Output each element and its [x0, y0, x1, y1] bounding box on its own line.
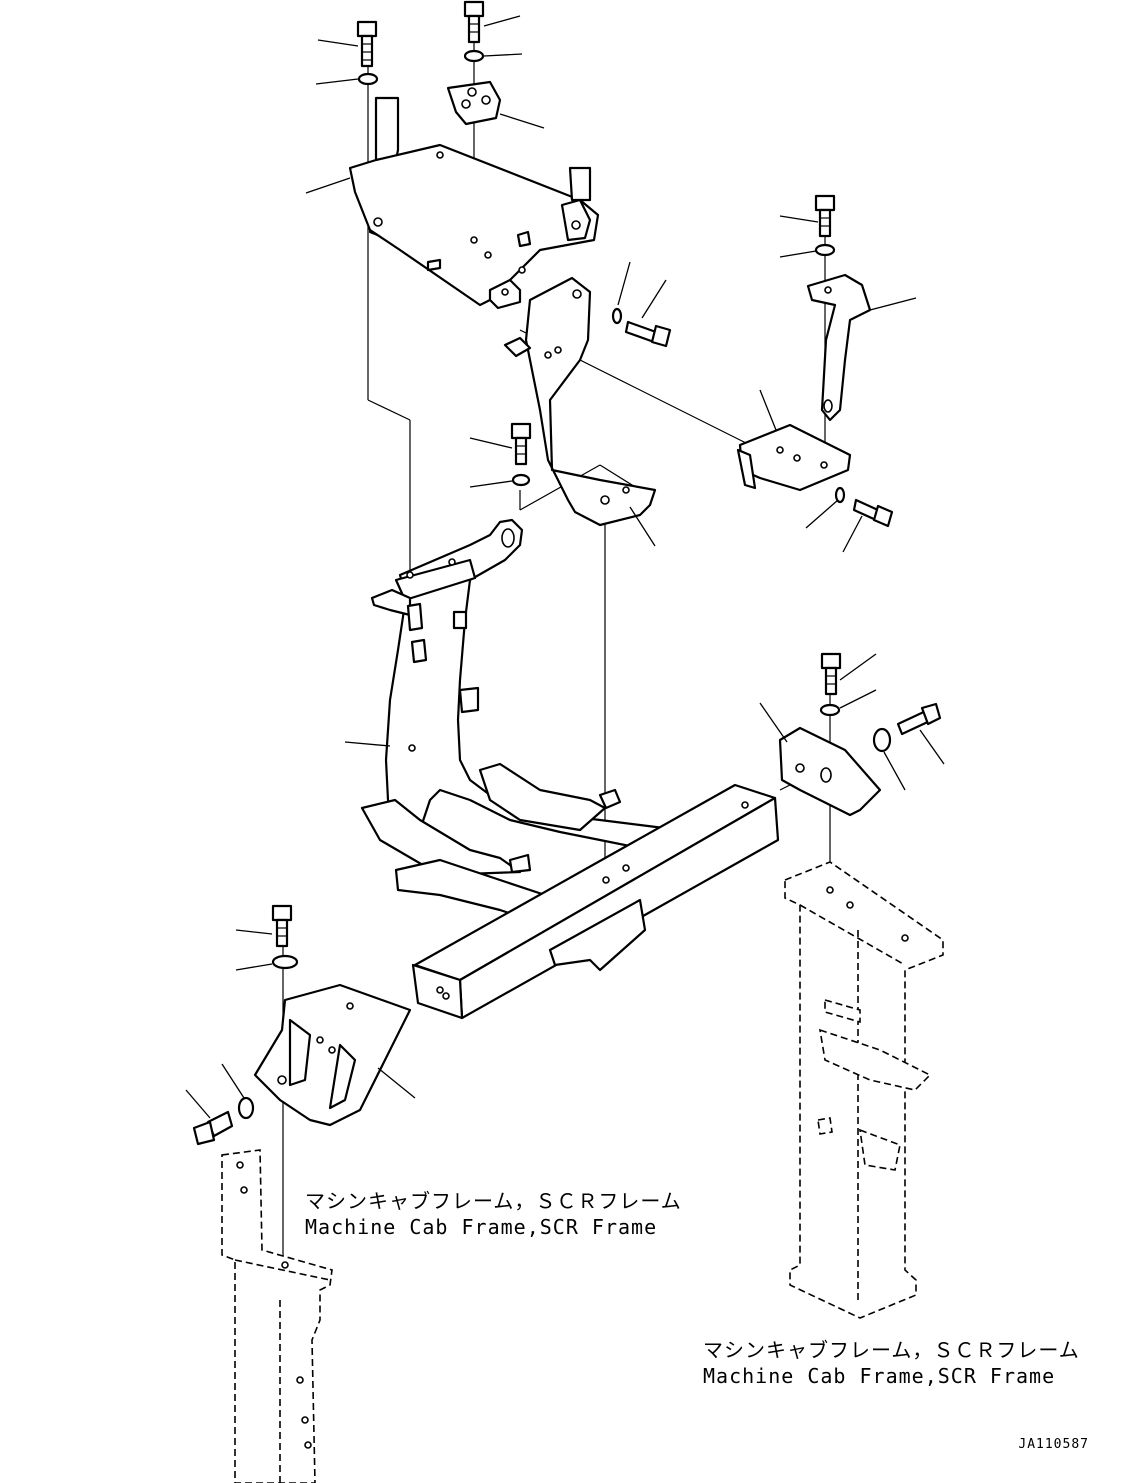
washer-left-lower [271, 954, 299, 970]
caption-left: マシンキャブフレーム，ＳＣＲフレーム Machine Cab Frame,SCR… [305, 1188, 682, 1240]
washer-mid-right [611, 307, 623, 325]
washer-left-side [237, 1096, 255, 1120]
bolt-mid-horizontal [624, 320, 672, 348]
upper-vertical-bracket [503, 276, 657, 527]
clamp-plate [446, 80, 502, 126]
left-cab-frame-ghost [221, 1149, 333, 1483]
bolt-top-left [356, 20, 378, 68]
caption-right-jp: マシンキャブフレーム，ＳＣＲフレーム [703, 1338, 1080, 1362]
bolt-right-lower [820, 652, 842, 696]
caption-left-en: Machine Cab Frame,SCR Frame [305, 1215, 658, 1239]
washer-right-lower [819, 703, 841, 717]
right-upper-bracket [806, 273, 872, 422]
bolt-middle [510, 422, 532, 466]
bolt-right-upper [814, 194, 836, 238]
washer-right-upper [814, 243, 836, 257]
bolt-left-side [192, 1110, 234, 1146]
drawing-code: JA110587 [1018, 1437, 1089, 1452]
caption-right-en: Machine Cab Frame,SCR Frame [703, 1364, 1056, 1388]
right-mount-bracket [778, 726, 882, 817]
bolt-right-side [896, 702, 942, 736]
bolt-top-center [463, 0, 485, 44]
bolt-left-lower [271, 904, 293, 948]
bolt-right-channel [852, 498, 894, 528]
left-mount-bracket [253, 983, 412, 1127]
cross-beam [411, 783, 780, 1020]
right-cab-frame-ghost [784, 861, 944, 1319]
callout-leaders [185, 15, 945, 1119]
caption-left-jp: マシンキャブフレーム，ＳＣＲフレーム [305, 1189, 682, 1213]
washer-right-channel [834, 486, 846, 504]
washer-right-side [872, 727, 892, 753]
right-channel-bracket [736, 423, 852, 492]
washer-top-center [463, 49, 485, 63]
washer-top-left [357, 72, 379, 86]
washer-middle [511, 473, 531, 487]
caption-right: マシンキャブフレーム，ＳＣＲフレーム Machine Cab Frame,SCR… [703, 1337, 1080, 1389]
top-tray-bracket [348, 96, 600, 310]
